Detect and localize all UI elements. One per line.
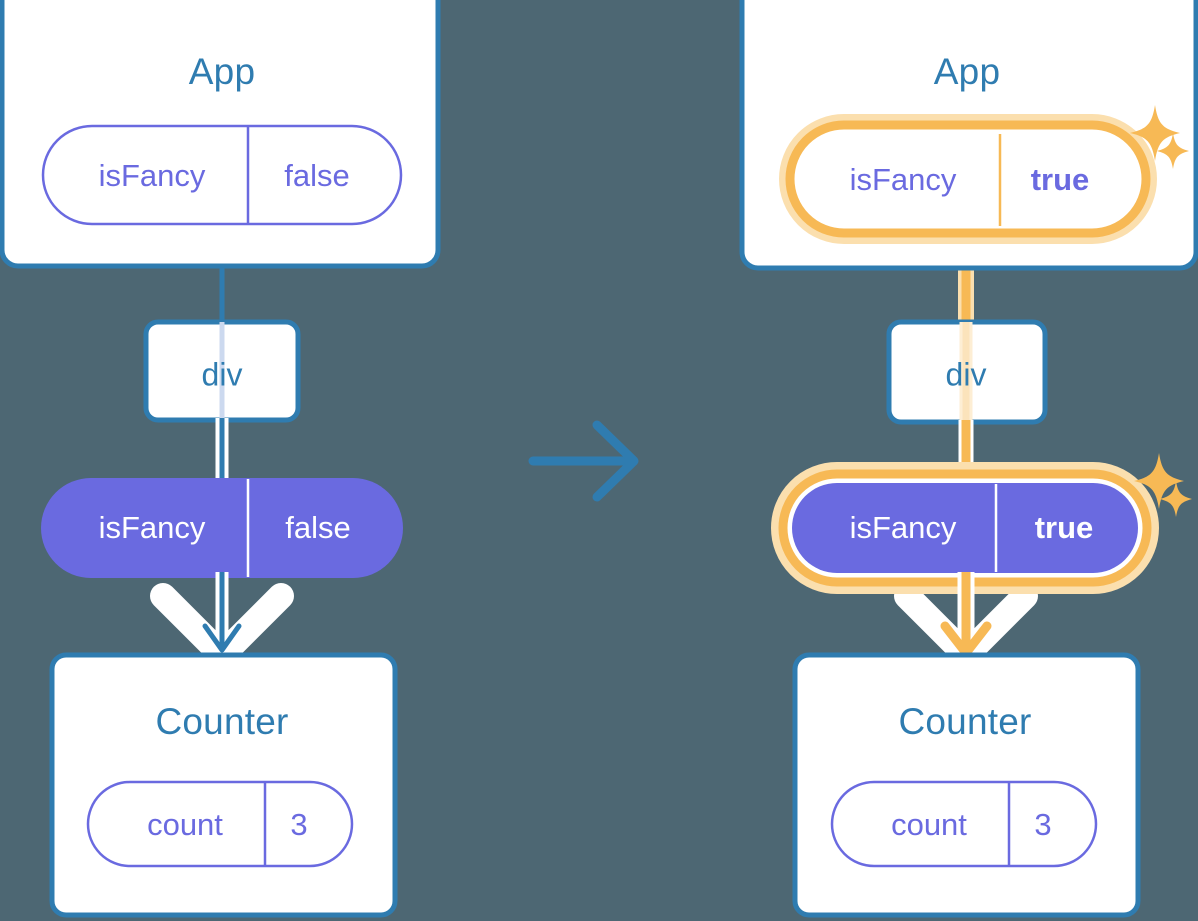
counter-state-pill — [830, 780, 1098, 868]
prop-pill-highlighted — [771, 462, 1159, 594]
counter-state-pill — [86, 780, 354, 868]
sparkle-small-icon — [1157, 133, 1189, 169]
arrow-head-icon — [202, 623, 242, 653]
app-state-pill — [41, 124, 403, 226]
sparkle-small-icon — [1160, 481, 1192, 517]
panel-after — [739, 0, 1198, 918]
prop-pill — [41, 478, 403, 578]
panel-before — [0, 0, 441, 918]
sparkle-large-icon — [1130, 105, 1180, 161]
transition-arrow-icon — [528, 420, 639, 502]
app-state-pill-highlighted — [779, 114, 1157, 244]
sparkle-large-icon — [1134, 453, 1184, 509]
state-flow-arrow — [202, 572, 242, 653]
